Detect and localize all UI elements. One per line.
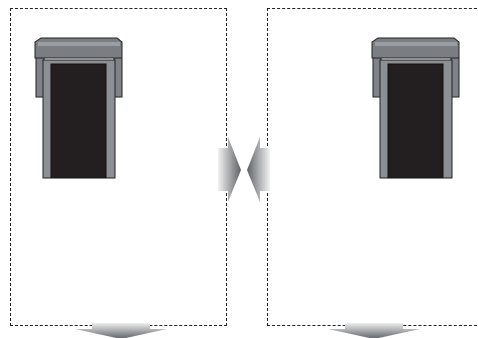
arrow-down-icon	[75, 323, 167, 338]
treadmill-icon	[34, 37, 123, 179]
arrow-left-icon	[247, 137, 270, 202]
treadmill-icon	[371, 37, 460, 179]
arrow-right-icon	[218, 137, 241, 202]
arrow-down-icon	[328, 323, 420, 338]
